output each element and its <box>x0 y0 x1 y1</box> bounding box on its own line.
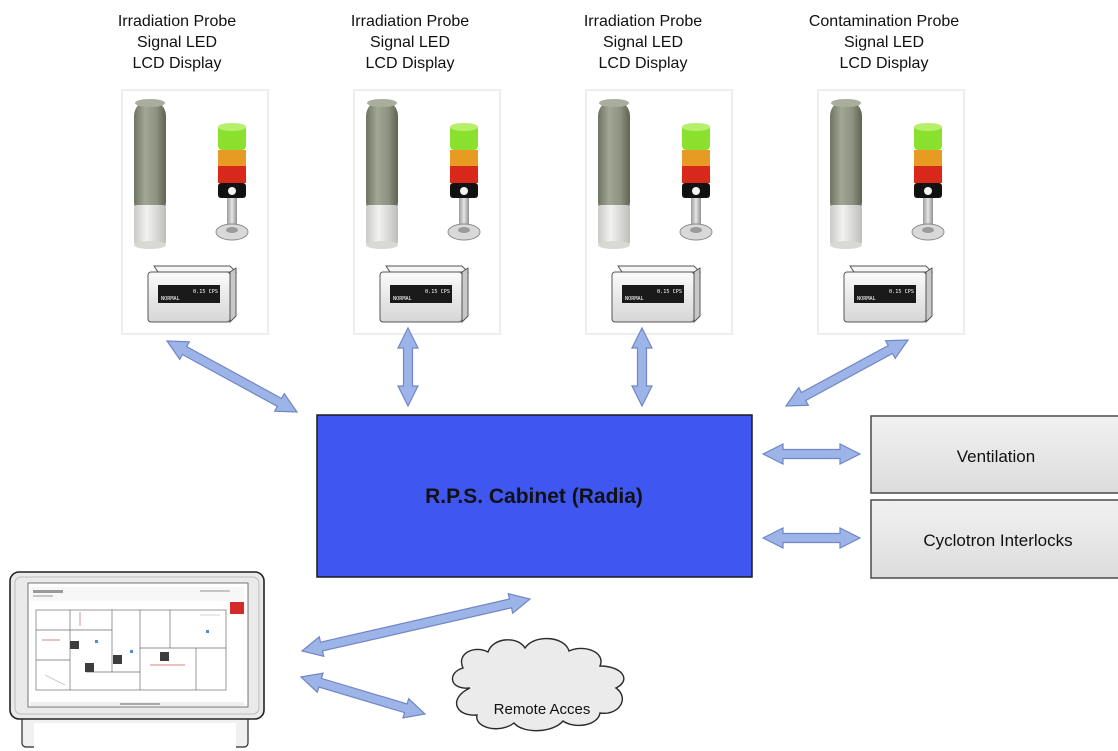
cabinet-label: R.P.S. Cabinet (Radia) <box>425 485 643 508</box>
arrow-cabinet-monitor <box>300 592 532 658</box>
probe-tube-icon <box>830 99 862 249</box>
lcd-status: NORMAL <box>625 296 644 302</box>
signal-led-icon <box>215 123 249 241</box>
ventilation-box: Ventilation <box>870 415 1118 494</box>
arrow-cabinet-ventilation <box>761 443 862 465</box>
interlocks-label: Cyclotron Interlocks <box>923 531 1072 550</box>
arrow-probe2-cabinet <box>397 326 419 408</box>
lcd-value: 0.15 CPS <box>657 289 682 295</box>
probe-panel-4: 0.15 CPS NORMAL <box>817 89 965 335</box>
rps-cabinet: R.P.S. Cabinet (Radia) <box>316 414 753 578</box>
probe-panel-2: 0.15 CPS NORMAL <box>353 89 501 335</box>
probe-tube-icon <box>366 99 398 249</box>
remote-access-cloud: Remote Acces <box>451 637 625 732</box>
arrow-probe3-cabinet <box>631 326 653 408</box>
floorplan-thumbnail <box>35 609 227 691</box>
signal-led-icon <box>911 123 945 241</box>
signal-led-icon <box>447 123 481 241</box>
ventilation-label: Ventilation <box>957 447 1035 466</box>
lcd-display-icon: 0.15 CPS NORMAL <box>147 265 238 324</box>
arrow-probe1-cabinet <box>165 340 299 413</box>
remote-access-label: Remote Acces <box>494 701 591 718</box>
lcd-display-icon: 0.15 CPS NORMAL <box>843 265 934 324</box>
cyclotron-interlocks-box: Cyclotron Interlocks <box>870 499 1118 579</box>
monitor-screen <box>27 582 249 708</box>
cabinet-box <box>316 414 753 578</box>
lcd-status: NORMAL <box>393 296 412 302</box>
lcd-value: 0.15 CPS <box>425 289 450 295</box>
monitor <box>9 571 265 751</box>
probe-panel-3: 0.15 CPS NORMAL <box>585 89 733 335</box>
arrow-probe4-cabinet <box>784 339 910 407</box>
lcd-display-icon: 0.15 CPS NORMAL <box>379 265 470 324</box>
lcd-value: 0.15 CPS <box>889 289 914 295</box>
probe-panel-1: 0.15 CPS NORMAL <box>121 89 269 335</box>
lcd-status: NORMAL <box>161 296 180 302</box>
probe-tube-icon <box>598 99 630 249</box>
lcd-status: NORMAL <box>857 296 876 302</box>
arrow-monitor-remote <box>299 672 427 719</box>
probe-tube-icon <box>134 99 166 249</box>
lcd-value: 0.15 CPS <box>193 289 218 295</box>
arrow-cabinet-interlocks <box>761 527 862 549</box>
signal-led-icon <box>679 123 713 241</box>
lcd-display-icon: 0.15 CPS NORMAL <box>611 265 702 324</box>
